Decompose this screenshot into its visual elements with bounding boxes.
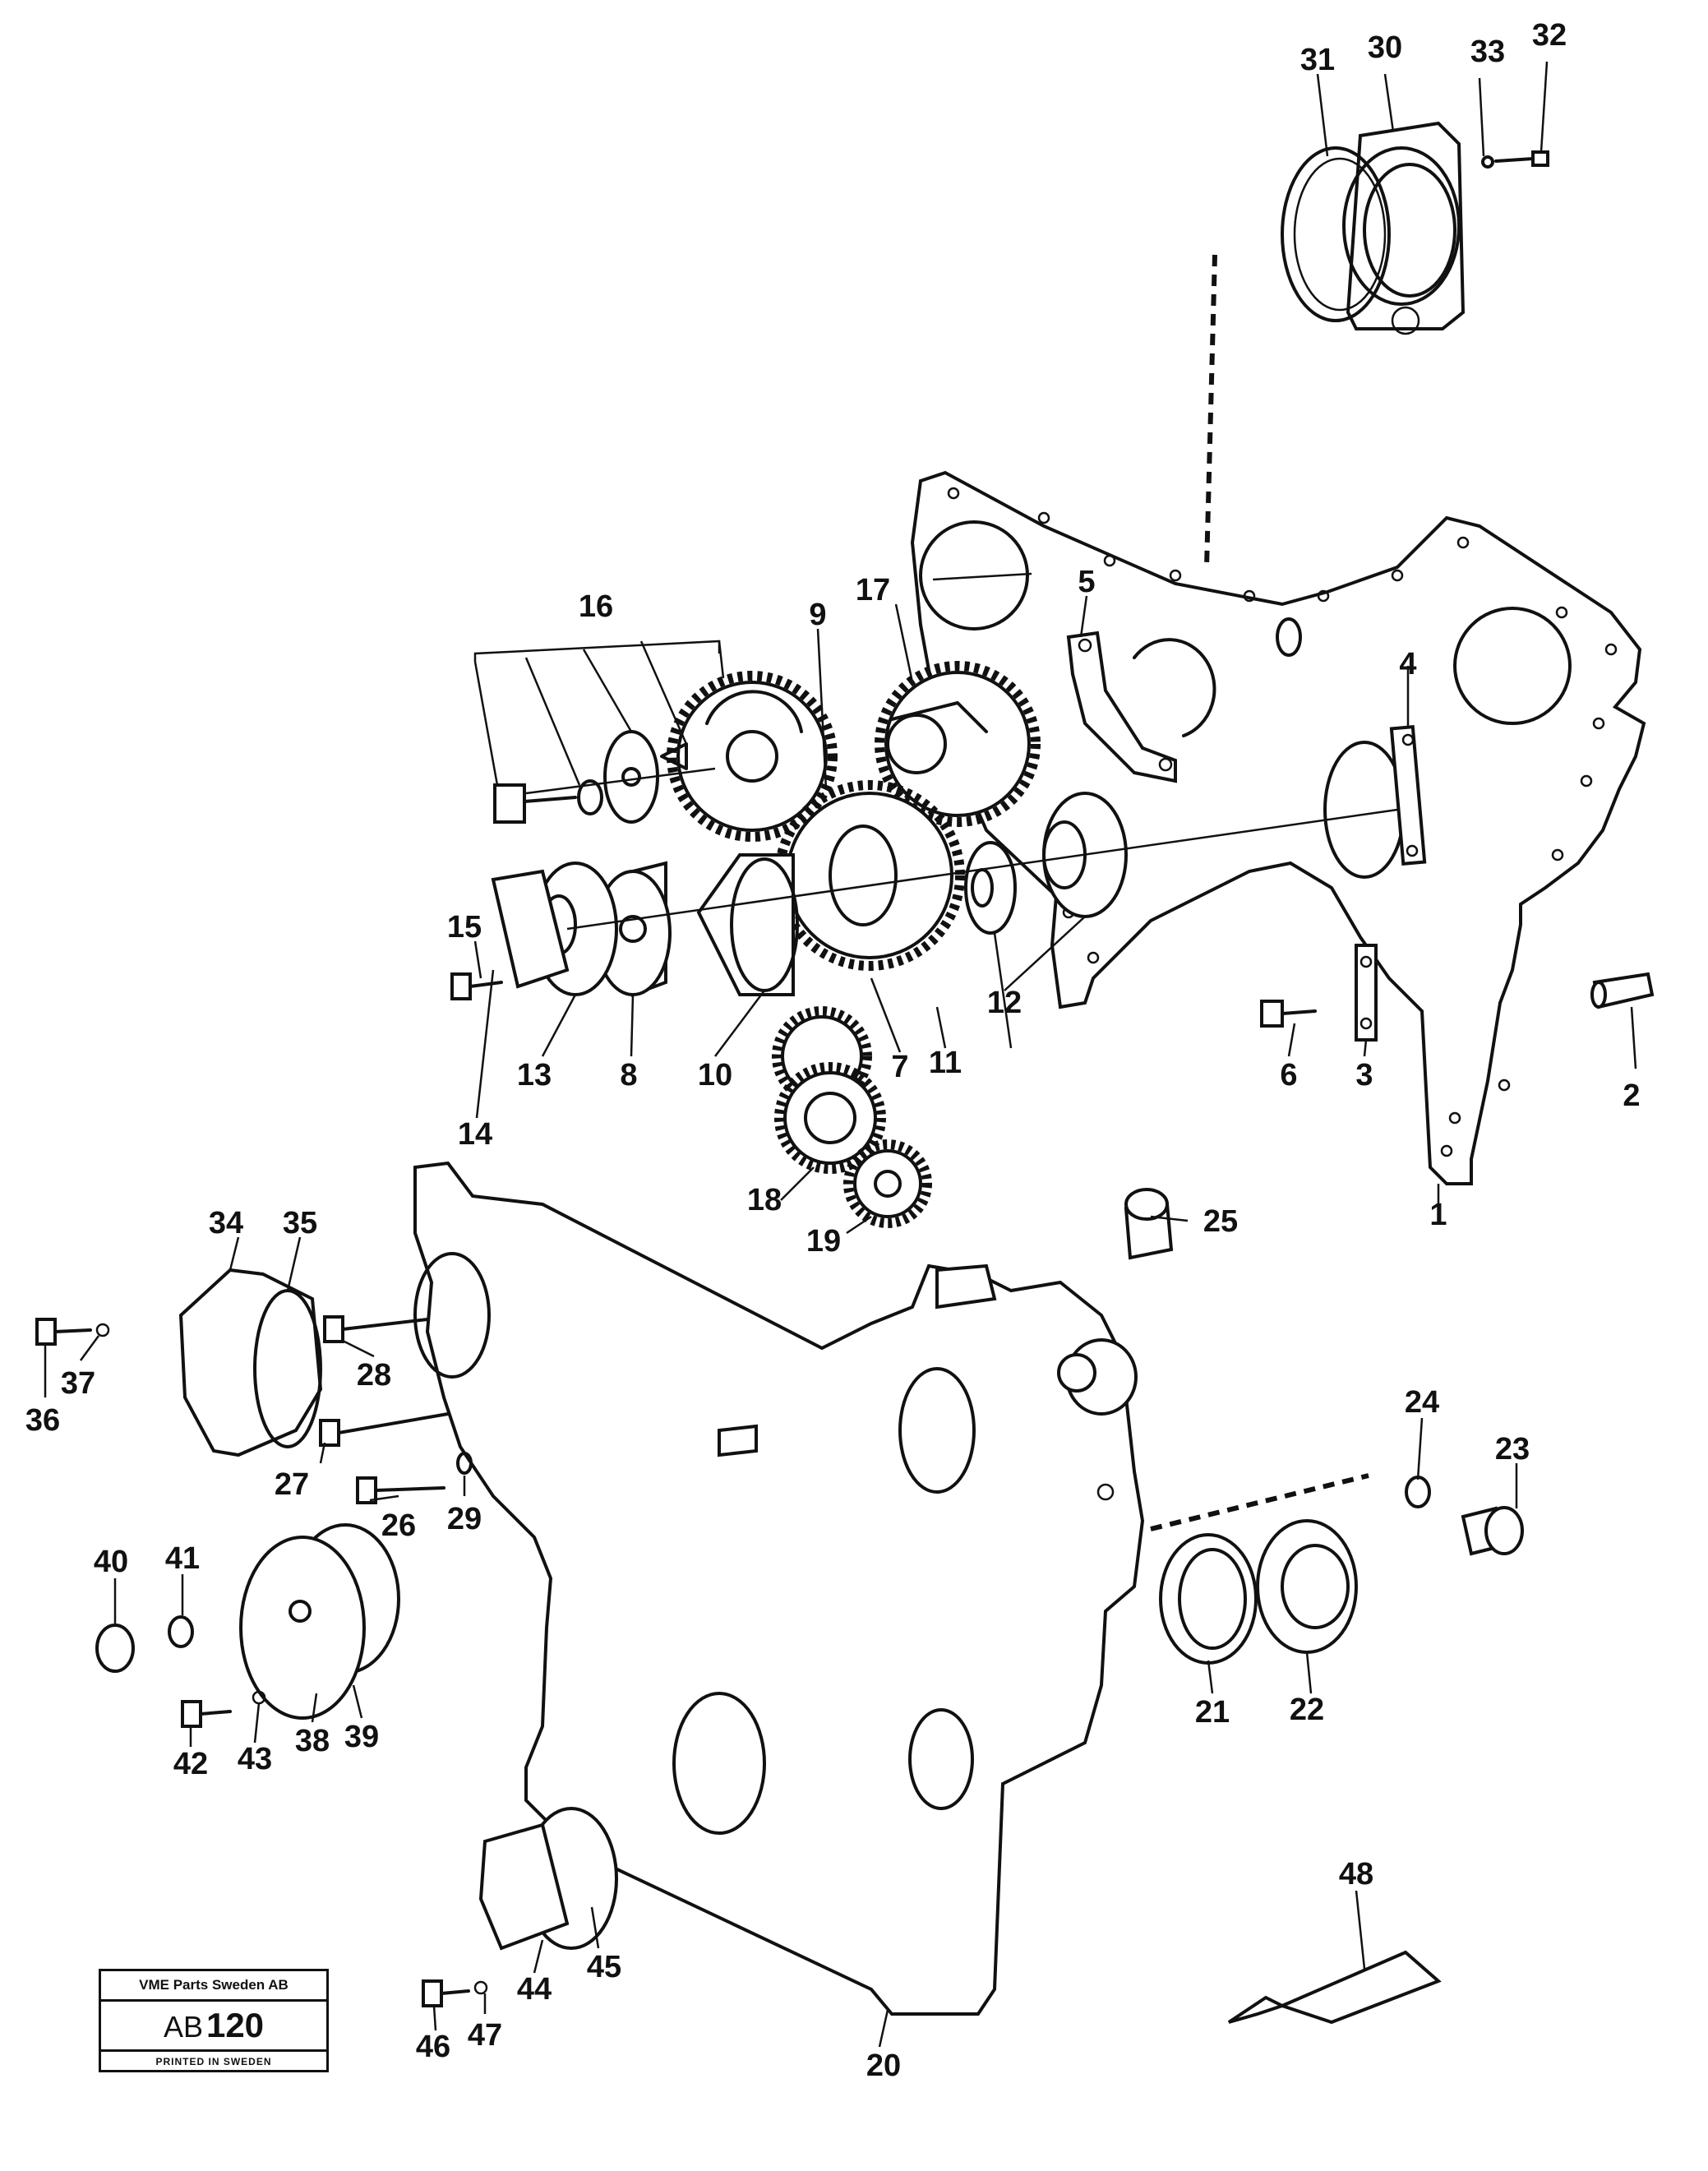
callout-34: 34: [209, 1206, 243, 1240]
callout-8: 8: [620, 1058, 637, 1092]
gear-17: [875, 661, 1041, 827]
callout-15: 15: [447, 910, 482, 945]
bolt-27: [319, 1412, 450, 1447]
shaft-10: [696, 853, 799, 996]
bolt-28: [323, 1315, 429, 1343]
callout-42: 42: [173, 1747, 208, 1781]
leader-lines: [44, 61, 1637, 2048]
callout-38: 38: [295, 1724, 330, 1758]
callout-41: 41: [165, 1541, 200, 1576]
cover-44-45: [478, 1807, 618, 1951]
callout-37: 37: [61, 1366, 95, 1401]
callout-40: 40: [94, 1545, 128, 1579]
bolt-42-43: [181, 1690, 266, 1728]
sealant-tube-48: [1227, 1950, 1442, 2025]
callout-44: 44: [517, 1972, 552, 2007]
callout-18: 18: [747, 1183, 782, 1217]
seal-21: [1159, 1533, 1258, 1665]
bolt-26-29: [356, 1452, 473, 1504]
shaft-line: [525, 767, 1398, 931]
callout-17: 17: [856, 573, 890, 607]
gear-18: [774, 1062, 886, 1174]
seal-22: [1256, 1519, 1358, 1654]
bolt-46-47: [422, 1979, 488, 2007]
callout-27: 27: [275, 1467, 309, 1502]
cover-30-31: [1281, 121, 1466, 335]
callout-26: 26: [381, 1508, 416, 1543]
bolt-23-24: [1405, 1476, 1524, 1556]
callout-43: 43: [238, 1742, 272, 1776]
callout-20: 20: [866, 2049, 901, 2083]
callout-23: 23: [1495, 1432, 1530, 1467]
dowel-2: [1590, 972, 1655, 1009]
callout-4: 4: [1399, 647, 1416, 681]
callout-45: 45: [587, 1950, 621, 1984]
bolt-6: [1260, 1000, 1317, 1028]
plate-14: [491, 869, 570, 989]
callout-28: 28: [357, 1358, 391, 1393]
callout-14: 14: [458, 1117, 492, 1152]
callout-36: 36: [25, 1403, 60, 1438]
gear-11: [774, 780, 965, 971]
gear-19: [843, 1139, 932, 1228]
plate-3: [1355, 944, 1378, 1042]
callout-29: 29: [447, 1502, 482, 1536]
callout-46: 46: [416, 2030, 450, 2064]
stamp-printed: PRINTED IN SWEDEN: [155, 2056, 272, 2067]
callout-9: 9: [809, 598, 826, 632]
callout-5: 5: [1078, 565, 1095, 599]
leader-dashed-top: [1204, 254, 1217, 568]
callout-32: 32: [1532, 18, 1567, 53]
callout-labels: 1 2 3 4 5 6 7 8 9 10 11 12 13 14 15 16 1…: [25, 18, 1641, 2083]
callout-2: 2: [1623, 1079, 1640, 1113]
callout-24: 24: [1405, 1385, 1439, 1420]
callout-10: 10: [698, 1058, 732, 1092]
washer-9: [964, 841, 1017, 935]
callout-7: 7: [891, 1050, 908, 1084]
callout-25: 25: [1203, 1204, 1238, 1239]
leader-dashed-right: [1150, 1473, 1369, 1531]
callout-48: 48: [1339, 1857, 1373, 1892]
callout-22: 22: [1290, 1693, 1324, 1727]
callout-11: 11: [929, 1046, 962, 1080]
oil-cap-25: [1124, 1188, 1174, 1260]
bracket-5: [1066, 631, 1177, 783]
stamp-code: AB120: [101, 2002, 326, 2052]
timing-gear-plate: [910, 470, 1646, 1185]
timing-cover-20: [413, 1161, 1145, 2016]
callout-35: 35: [283, 1206, 317, 1240]
cover-34-35: [178, 1268, 323, 1457]
gear-16-large: [667, 671, 838, 842]
callout-33: 33: [1470, 35, 1505, 69]
cover-38-39: [239, 1523, 400, 1720]
stamp-company: VME Parts Sweden AB: [101, 1971, 326, 2002]
callout-6: 6: [1280, 1058, 1297, 1092]
bolt-36-37: [35, 1318, 110, 1346]
publisher-stamp: VME Parts Sweden AB AB120 PRINTED IN SWE…: [99, 1969, 329, 2072]
callout-3: 3: [1355, 1058, 1373, 1092]
callout-12: 12: [987, 986, 1022, 1020]
callout-21: 21: [1195, 1695, 1230, 1730]
callout-1: 1: [1429, 1198, 1447, 1232]
plate-4: [1389, 725, 1427, 866]
bolt-15: [450, 972, 503, 1000]
bolt-32-33: [1481, 150, 1549, 169]
callout-47: 47: [468, 2018, 502, 2053]
plug-40-41: [95, 1615, 194, 1673]
callout-30: 30: [1368, 30, 1402, 65]
stamp-code-number: 120: [205, 2006, 265, 2044]
callout-16: 16: [579, 589, 613, 624]
callout-19: 19: [806, 1224, 841, 1259]
callout-39: 39: [344, 1720, 379, 1754]
stamp-code-prefix: AB: [163, 2010, 203, 2044]
callout-31: 31: [1300, 43, 1335, 77]
callout-13: 13: [517, 1058, 552, 1092]
